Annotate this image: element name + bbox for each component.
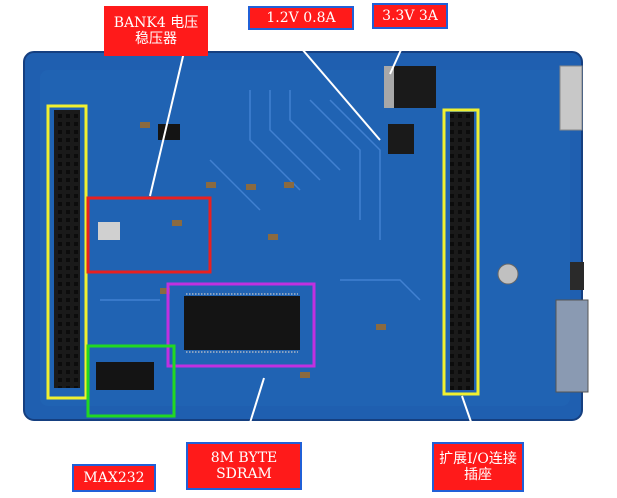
label-sdram-line1: 8M BYTE [210,449,278,466]
label-io-line2: 插座 [464,467,492,483]
right-pin-header [450,112,474,390]
pcb-board-inner-shade [40,70,570,406]
regulator-3v3 [392,66,436,108]
right-edge-connector-top [559,65,583,131]
regulator-3v3-tab [384,66,394,108]
right-edge-power-jack [570,262,584,290]
label-bank4-line1: BANK4 电压 [113,14,199,31]
pcb-traces [100,90,421,301]
mounting-hole [497,263,519,285]
highlight-box-sdram [166,282,316,368]
regulator-1v2 [388,124,414,154]
highlight-box-left-header [46,104,88,400]
right-edge-db9-connector [555,299,589,393]
label-max232: MAX232 [72,464,156,492]
small-smd-components [140,122,386,378]
highlight-box-max232 [86,344,176,418]
label-io-header: 扩展I/O连接 插座 [432,442,524,492]
sdram-chip-pins [186,293,298,353]
highlight-box-right-header [442,108,480,396]
label-bank4-line2: 稳压器 [135,31,177,47]
label-3v3-regulator: 3.3V 3A [372,3,448,29]
label-bank4-regulator: BANK4 电压 稳压器 [104,6,208,56]
label-sdram-line2: SDRAM [216,466,272,482]
label-io-line1: 扩展I/O连接 [439,450,517,467]
bank4-regulator-chip [98,222,120,240]
label-1v2-regulator: 1.2V 0.8A [248,6,354,30]
label-sdram: 8M BYTE SDRAM [186,442,302,490]
highlight-box-bank4 [86,196,212,274]
max232-chip [96,362,154,390]
left-pin-header [54,110,80,388]
ic-small [158,124,180,140]
callout-lines [105,27,479,467]
sdram-chip [184,296,300,350]
